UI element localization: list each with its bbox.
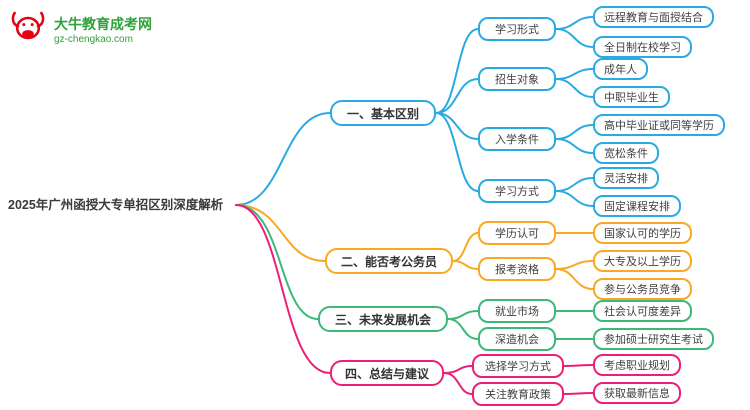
mind-leaf: 成年人: [593, 58, 648, 80]
root-topic: 2025年广州函授大专单招区别深度解析: [8, 198, 224, 212]
mind-leaf: 固定课程安排: [593, 195, 681, 217]
mind-node: 关注教育政策: [472, 382, 564, 406]
branch-civil-service: 二、能否考公务员: [325, 248, 453, 274]
mind-leaf: 参加硕士研究生考试: [593, 328, 714, 350]
mind-node: 招生对象: [478, 67, 556, 91]
mind-leaf: 考虑职业规划: [593, 354, 681, 376]
mind-leaf: 全日制在校学习: [593, 36, 692, 58]
mind-leaf: 中职毕业生: [593, 86, 670, 108]
branch2-links: [235, 204, 594, 290]
mind-leaf: 宽松条件: [593, 142, 659, 164]
branch1-links: [235, 16, 594, 207]
mind-leaf: 参与公务员竞争: [593, 278, 692, 300]
bull-icon: [8, 8, 48, 53]
mind-node: 报考资格: [478, 257, 556, 281]
mind-leaf: 大专及以上学历: [593, 250, 692, 272]
branch3-links: [235, 204, 594, 340]
mind-leaf: 灵活安排: [593, 167, 659, 189]
branch-summary-advice: 四、总结与建议: [330, 360, 444, 386]
mind-node: 学习形式: [478, 17, 556, 41]
mind-leaf: 国家认可的学历: [593, 222, 692, 244]
mind-node: 入学条件: [478, 127, 556, 151]
mind-node: 学历认可: [478, 221, 556, 245]
site-url: gz-chengkao.com: [54, 34, 133, 45]
mind-leaf: 高中毕业证或同等学历: [593, 114, 725, 136]
site-logo: 大牛教育成考网 gz-chengkao.com: [8, 8, 152, 53]
branch-future-opportunities: 三、未来发展机会: [318, 306, 448, 332]
branch-basic-differences: 一、基本区别: [330, 100, 436, 126]
mind-leaf: 获取最新信息: [593, 382, 681, 404]
mind-node: 深造机会: [478, 327, 556, 351]
site-name: 大牛教育成考网: [54, 16, 152, 32]
branch4-links: [235, 204, 594, 395]
mind-node: 学习方式: [478, 179, 556, 203]
mind-node: 就业市场: [478, 299, 556, 323]
mind-node: 选择学习方式: [472, 354, 564, 378]
mind-leaf: 社会认可度差异: [593, 300, 692, 322]
mind-leaf: 远程教育与面授结合: [593, 6, 714, 28]
